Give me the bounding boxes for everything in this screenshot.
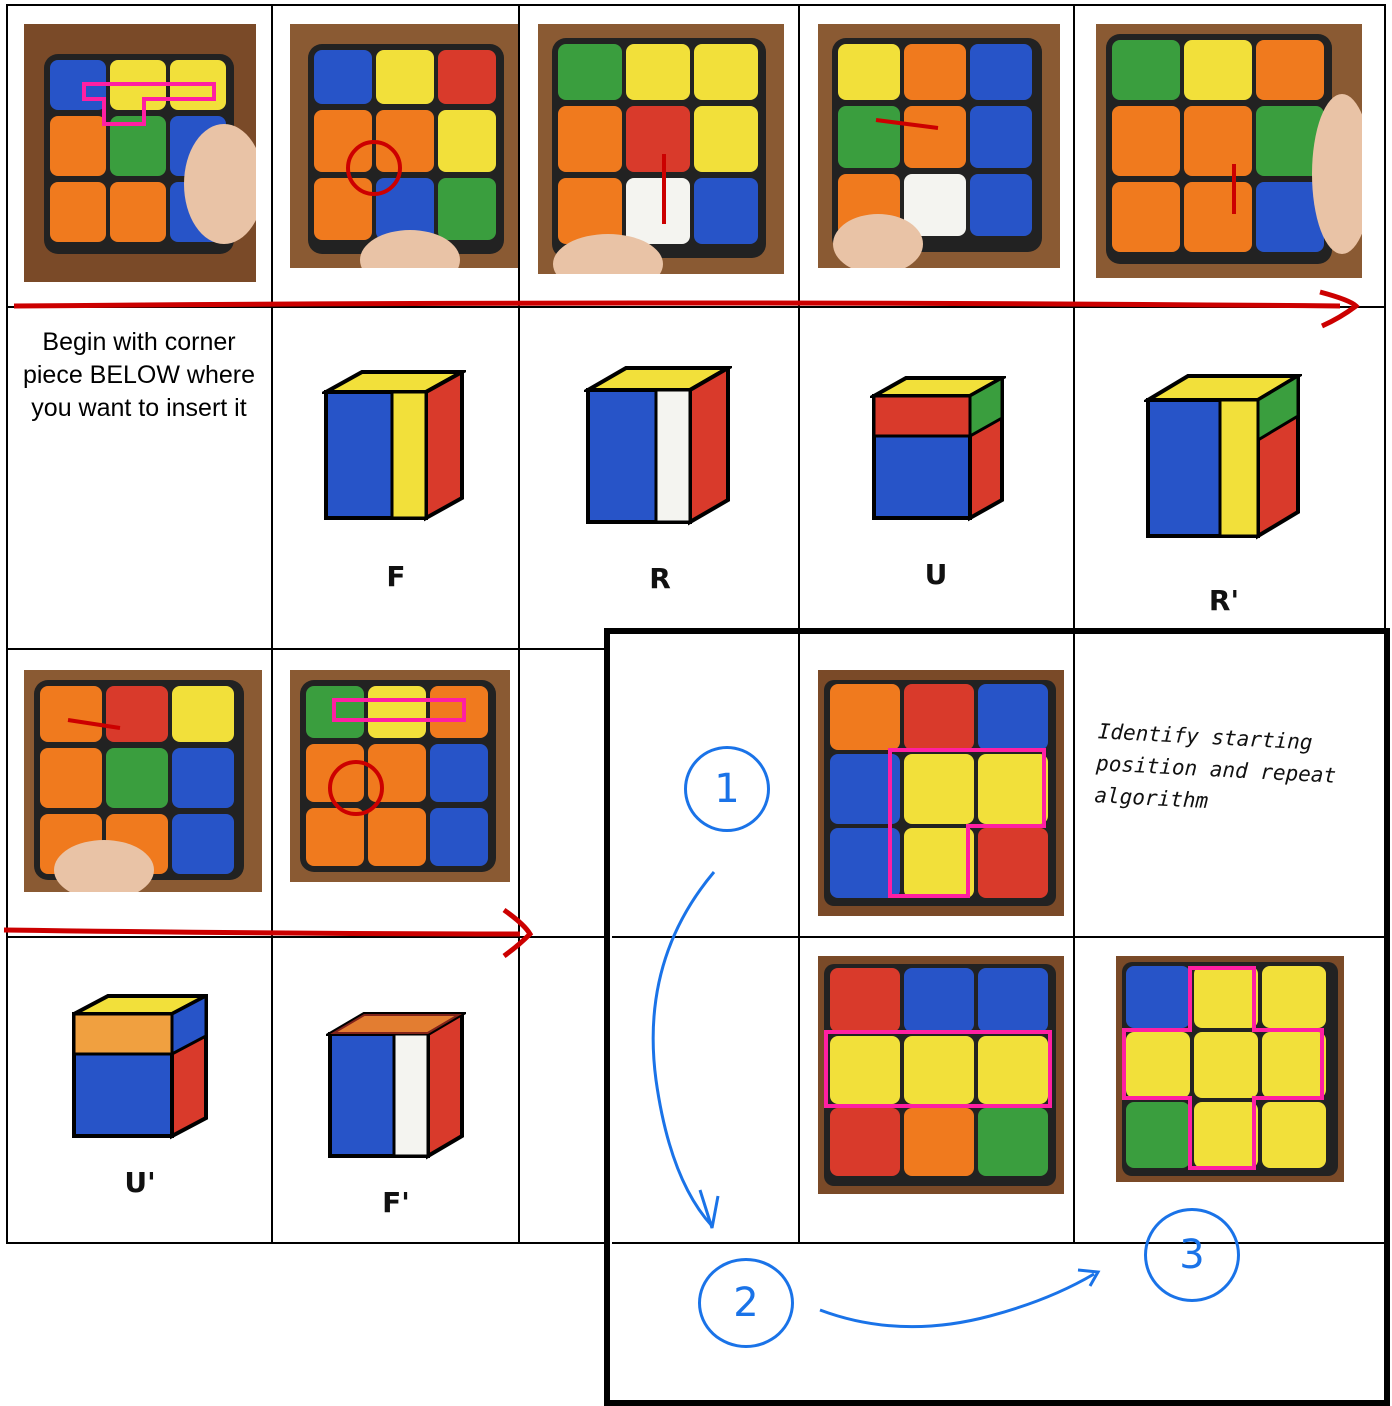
flow-arrow-row1-head [1320,292,1356,326]
flow-arrow-row3-head [504,910,530,956]
photo-cube-R [538,24,784,274]
move-label-U: U [896,558,976,591]
step-3-circle: 3 [1144,1208,1240,1302]
photo-cube-Uprime [24,670,262,892]
photo-cube-Rprime [1096,24,1362,278]
flow-arrow-row3 [4,930,520,934]
topview-case-1 [818,670,1064,916]
photo-Fprime-move [290,670,510,882]
topview-cube-1 [818,670,1064,916]
topview-case-2 [818,956,1064,1194]
topview-cube-2 [818,956,1064,1194]
photo-cube-U [818,24,1060,268]
photo-cube-Fprime [290,670,510,882]
step-1-circle: 1 [684,746,770,832]
topview-cube-3 [1116,956,1344,1182]
diagram-U [870,376,1006,522]
photo-R-move [538,24,784,274]
photo-U-move [818,24,1060,268]
diagram-F [322,370,466,522]
repeat-note: Identify starting position and repeat al… [1094,715,1359,824]
diagram-Fprime [326,1012,466,1160]
diagram-Rprime [1144,374,1302,540]
photo-cube-start [24,24,256,282]
step-2-circle: 2 [698,1258,794,1348]
photo-cube-F [290,24,518,268]
photo-F-move [290,24,518,268]
photo-Uprime-move [24,670,262,892]
move-label-R: R [620,562,700,595]
topview-case-3 [1116,956,1344,1182]
photo-Rprime-move [1096,24,1362,278]
intro-caption: Begin with corner piece BELOW where you … [14,326,264,425]
move-label-Uprime: U' [100,1166,180,1199]
diagram-Uprime [70,994,210,1140]
photo-start [24,24,256,282]
move-label-F: F [356,560,436,593]
diagram-R [584,366,732,526]
move-label-Rprime: R' [1184,584,1264,617]
move-label-Fprime: F' [356,1186,436,1219]
